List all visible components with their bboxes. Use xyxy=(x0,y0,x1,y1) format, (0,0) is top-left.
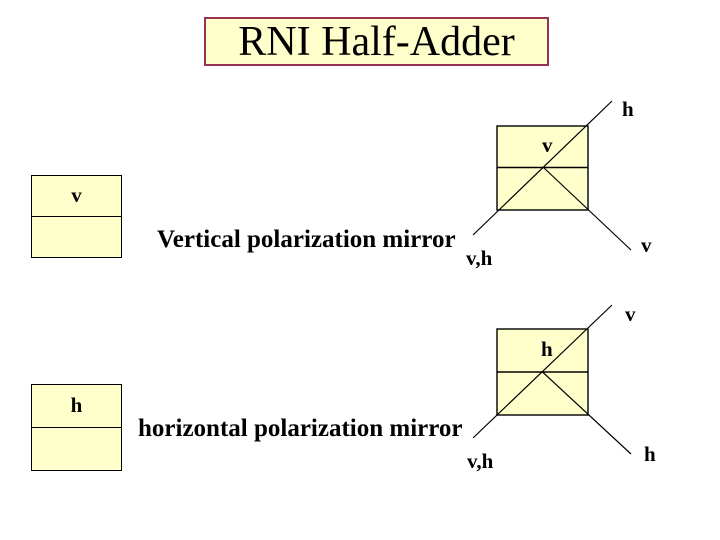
horizontal-state-label: h xyxy=(70,393,83,418)
horizontal-reflected-label: h xyxy=(644,442,656,466)
vertical-reflected-beam xyxy=(543,167,632,251)
vertical-mirror-diagram xyxy=(472,100,632,251)
vertical-state-box-top-cell: v xyxy=(32,176,121,217)
vertical-mirror-face-label: v xyxy=(542,133,553,157)
vertical-input-label: v,h xyxy=(466,246,493,270)
title-box: RNI Half-Adder xyxy=(204,17,549,66)
horizontal-mirror-face-label: h xyxy=(541,337,553,361)
vertical-state-label: v xyxy=(71,183,82,208)
horizontal-state-box-top-cell: h xyxy=(32,385,121,428)
horizontal-transmitted-label: v xyxy=(625,302,636,326)
vertical-reflected-label: v xyxy=(641,233,652,257)
horizontal-state-box-bottom-cell xyxy=(32,428,121,471)
horizontal-state-box: h xyxy=(31,384,122,471)
vertical-input-transmitted-beam xyxy=(472,100,613,236)
horizontal-reflected-beam xyxy=(542,371,632,455)
vertical-state-box: v xyxy=(31,175,122,258)
slide-title: RNI Half-Adder xyxy=(238,18,515,65)
horizontal-mirror-caption: horizontal polarization mirror xyxy=(138,415,463,442)
horizontal-input-transmitted-beam xyxy=(472,304,613,439)
vertical-transmitted-label: h xyxy=(622,97,634,121)
vertical-state-box-bottom-cell xyxy=(32,217,121,258)
horizontal-mirror-diagram xyxy=(472,304,632,455)
vertical-mirror-caption: Vertical polarization mirror xyxy=(157,226,456,253)
horizontal-input-label: v,h xyxy=(467,449,494,473)
